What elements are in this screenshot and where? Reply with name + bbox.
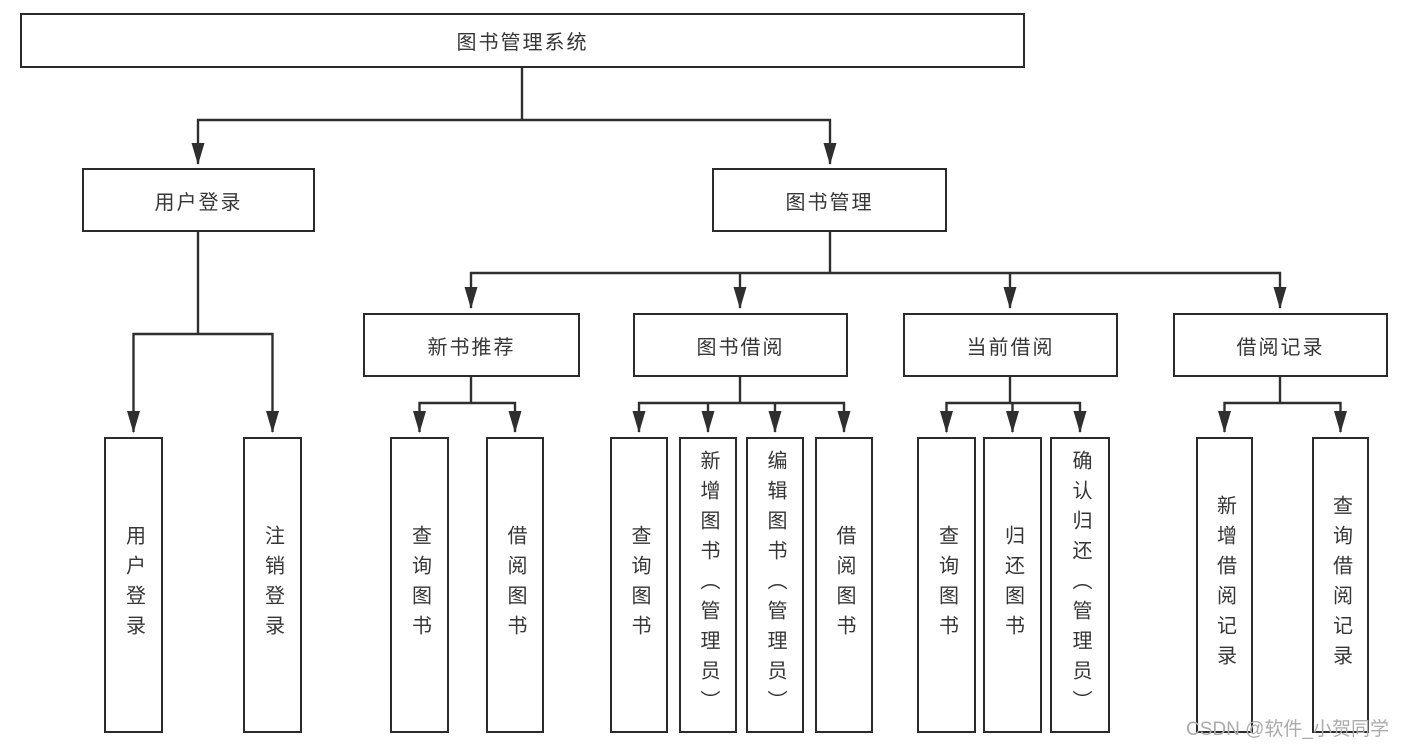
leaf-query-books-current: 查询图书: [917, 437, 976, 733]
node-book-management: 图书管理: [712, 168, 947, 232]
leaf-add-borrow-record-label: 新增借阅记录: [1213, 495, 1236, 675]
leaf-add-borrow-record: 新增借阅记录: [1196, 437, 1253, 733]
leaf-return-books-label: 归还图书: [1001, 525, 1024, 645]
leaf-confirm-return-admin-label: 确认归还（管理员）: [1069, 450, 1091, 720]
leaf-borrow-books-borrow-label: 借阅图书: [833, 525, 855, 645]
node-borrow-records-label: 借阅记录: [1236, 336, 1325, 359]
leaf-query-books-current-label: 查询图书: [935, 525, 958, 645]
leaf-return-books: 归还图书: [983, 437, 1042, 733]
node-borrow-records: 借阅记录: [1173, 313, 1388, 377]
leaf-borrow-books-recommend-label: 借阅图书: [504, 525, 526, 645]
leaf-add-books-admin-label: 新增图书（管理员）: [697, 450, 719, 720]
leaf-query-borrow-record: 查询借阅记录: [1312, 437, 1369, 733]
leaf-user-login-label: 用户登录: [122, 525, 145, 645]
node-current-borrow-label: 当前借阅: [966, 336, 1055, 359]
leaf-logout: 注销登录: [243, 437, 302, 733]
leaf-query-books-recommend: 查询图书: [390, 437, 449, 733]
node-book-borrow: 图书借阅: [633, 313, 848, 377]
leaf-logout-label: 注销登录: [261, 525, 284, 645]
node-user-login: 用户登录: [82, 168, 315, 232]
node-library-system: 图书管理系统: [20, 13, 1025, 68]
leaf-user-login: 用户登录: [104, 437, 163, 733]
node-library-system-label: 图书管理系统: [456, 32, 589, 54]
watermark-text: CSDN @软件_小贺同学: [1186, 719, 1389, 740]
leaf-confirm-return-admin: 确认归还（管理员）: [1050, 437, 1110, 733]
leaf-borrow-books-borrow: 借阅图书: [815, 437, 873, 733]
node-book-borrow-label: 图书借阅: [696, 336, 785, 359]
leaf-query-borrow-record-label: 查询借阅记录: [1329, 495, 1352, 675]
node-new-book-recommend: 新书推荐: [363, 313, 580, 377]
leaf-edit-books-admin: 编辑图书（管理员）: [746, 437, 804, 733]
leaf-query-books-borrow-label: 查询图书: [628, 525, 650, 645]
node-new-book-recommend-label: 新书推荐: [427, 336, 516, 359]
leaf-query-books-recommend-label: 查询图书: [408, 525, 431, 645]
leaf-edit-books-admin-label: 编辑图书（管理员）: [764, 450, 786, 720]
node-user-login-label: 用户登录: [154, 191, 243, 214]
leaf-query-books-borrow: 查询图书: [610, 437, 668, 733]
leaf-borrow-books-recommend: 借阅图书: [486, 437, 544, 733]
node-book-management-label: 图书管理: [785, 191, 874, 214]
leaf-add-books-admin: 新增图书（管理员）: [679, 437, 737, 733]
node-current-borrow: 当前借阅: [903, 313, 1118, 377]
